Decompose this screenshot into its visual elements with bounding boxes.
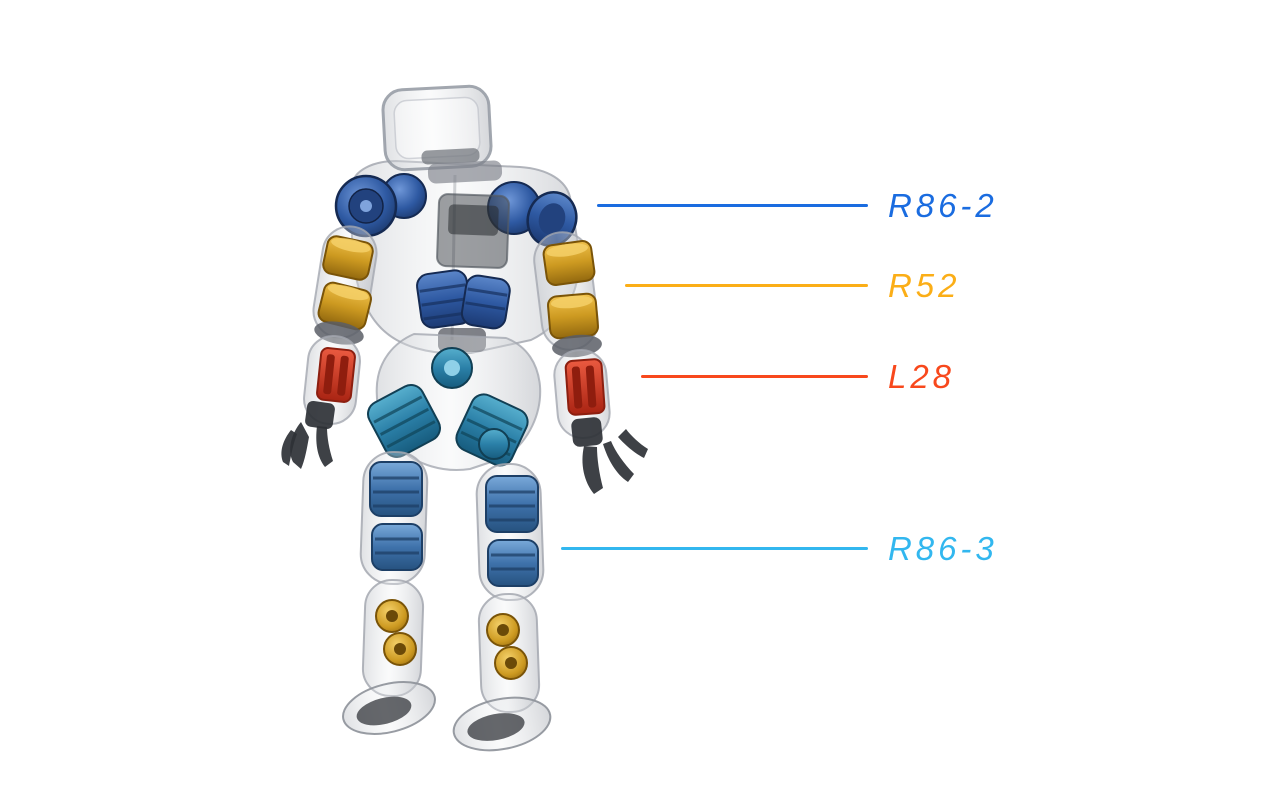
forearm-actuator-right [564,358,606,416]
callout-r86-3: R86-3 [561,526,998,570]
callout-label-r52: R52 [888,266,961,304]
callout-line-r86-2 [597,203,868,207]
right-arm [533,231,648,494]
robot-head [381,84,493,172]
right-foot [452,696,552,752]
thigh-actuator-left [369,461,423,517]
elbow-actuator-right [542,240,599,340]
callout-line-r86-3 [561,546,868,550]
forearm-actuator-left [316,347,356,403]
right-leg [452,462,552,752]
left-foot [342,681,436,735]
left-arm [281,225,378,469]
callout-line-l28 [641,374,868,378]
ankle-actuators-right [486,613,528,680]
callout-r52: R52 [625,263,960,307]
elbow-actuator-left [317,235,374,331]
callout-r86-2: R86-2 [597,183,998,227]
hip-actuators [367,347,529,467]
neck-mount [427,160,503,184]
thigh-actuator-right [485,475,539,533]
callout-label-r86-3: R86-3 [888,529,998,567]
right-hand [571,417,648,494]
shoulder-actuator-left [334,173,427,238]
left-leg [342,450,436,735]
left-hand [281,400,335,469]
knee-actuator-right [487,539,539,587]
robot-figure [281,84,648,752]
ankle-actuators-left [375,599,417,666]
callout-l28: L28 [641,354,955,398]
knee-actuator-left [371,523,423,571]
chest-panel [436,193,510,269]
waist-actuators [416,269,511,330]
callout-label-r86-2: R86-2 [888,186,998,224]
callout-line-r52 [625,283,868,287]
callout-label-l28: L28 [888,357,955,395]
